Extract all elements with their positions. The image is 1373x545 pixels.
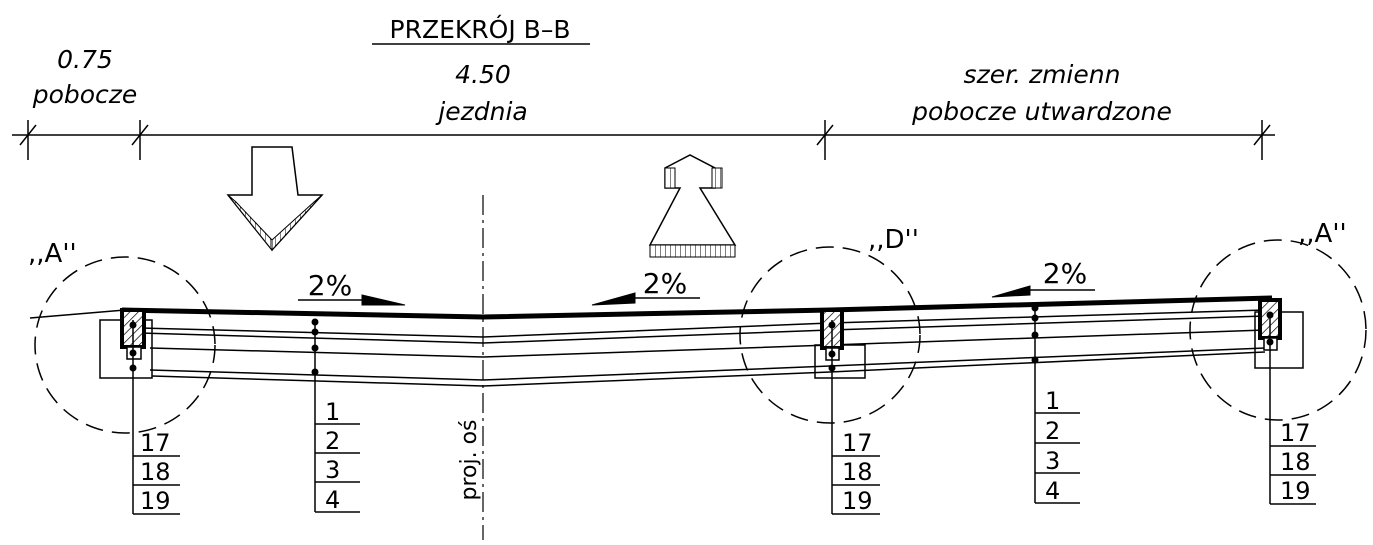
- detail-label-a-left: ,,A'': [28, 239, 77, 269]
- curb-label: 18: [842, 458, 873, 486]
- pavement-structure: [29, 295, 1304, 387]
- dim-value-shoulder-right: szer. zmienn: [964, 60, 1121, 89]
- dim-label-shoulder-left: pobocze: [32, 80, 138, 109]
- detail-label-a-right: ,,A'': [1298, 219, 1347, 249]
- dimension-line: [12, 120, 1275, 160]
- dim-value-shoulder-left: 0.75: [57, 45, 113, 74]
- traffic-direction-arrow-down: [226, 146, 324, 252]
- detail-circle-a-right: [1189, 239, 1367, 421]
- curb-label: 17: [842, 429, 873, 457]
- layer-label: 2: [325, 427, 340, 455]
- detail-label-d: ,,D'': [868, 225, 919, 255]
- curb-label: 19: [842, 487, 873, 515]
- layer-label: 2: [1045, 417, 1060, 445]
- curb-label: 19: [1280, 477, 1311, 505]
- curb-label: 17: [1280, 419, 1311, 447]
- slope-middle: 2%: [591, 267, 700, 306]
- svg-text:2%: 2%: [1043, 257, 1087, 290]
- curb-callout-left: 17 18 19: [129, 320, 180, 515]
- layer-label: 3: [1045, 447, 1060, 475]
- curb-callout-right: 17 18 19: [1266, 311, 1316, 505]
- dim-value-carriageway: 4.50: [455, 60, 511, 89]
- svg-text:2%: 2%: [308, 269, 352, 302]
- layer-callout-right: 1 2 3 4: [1031, 304, 1080, 505]
- curb-label: 19: [140, 487, 171, 515]
- layer-callout-left: 1 2 3 4: [311, 318, 360, 514]
- svg-text:2%: 2%: [643, 267, 687, 300]
- detail-circle-d: [739, 246, 921, 424]
- dim-label-shoulder-right: pobocze utwardzone: [911, 97, 1172, 126]
- slope-right: 2%: [991, 257, 1095, 298]
- curb-callout-middle: 17 18 19: [828, 320, 880, 515]
- layer-label: 4: [325, 486, 340, 514]
- project-axis-label: proj. oś: [457, 419, 482, 500]
- curb-label: 18: [140, 458, 171, 486]
- curb-label: 17: [140, 429, 171, 457]
- section-title: PRZEKRÓJ B–B: [390, 14, 571, 44]
- layer-label: 1: [325, 398, 340, 426]
- dim-label-carriageway: jezdnia: [435, 97, 527, 126]
- traffic-direction-arrow-up: [648, 154, 737, 258]
- layer-label: 3: [325, 456, 340, 484]
- slope-left: 2%: [298, 269, 406, 306]
- curb-label: 18: [1280, 448, 1311, 476]
- layer-label: 4: [1045, 477, 1060, 505]
- layer-label: 1: [1045, 387, 1060, 415]
- detail-circle-a-left: [34, 256, 216, 434]
